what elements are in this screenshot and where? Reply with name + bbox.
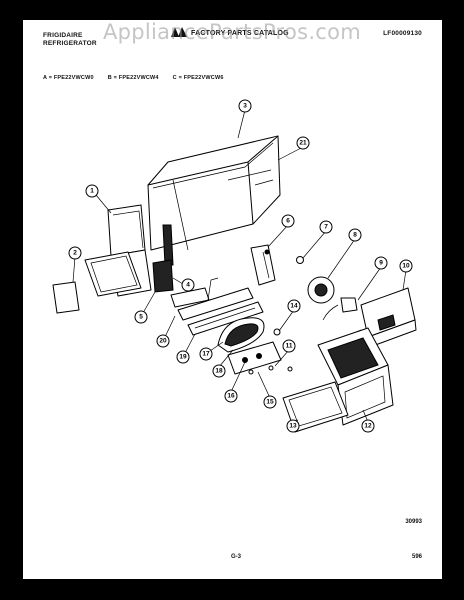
svg-text:21: 21 bbox=[299, 140, 307, 147]
svg-text:19: 19 bbox=[179, 354, 187, 361]
svg-text:13: 13 bbox=[289, 423, 297, 430]
rail-part bbox=[187, 301, 264, 336]
product-type: REFRIGERATOR bbox=[43, 40, 97, 47]
svg-text:2: 2 bbox=[73, 250, 77, 257]
svg-text:16: 16 bbox=[227, 393, 235, 400]
ice-maker-module-part bbox=[317, 327, 394, 426]
callout-2: 2 bbox=[68, 246, 82, 260]
svg-text:18: 18 bbox=[215, 368, 223, 375]
support-bracket-part bbox=[250, 244, 276, 286]
leader-lines bbox=[72, 109, 407, 423]
callout-12: 12 bbox=[361, 419, 375, 433]
callout-18: 18 bbox=[212, 364, 226, 378]
callout-15: 15 bbox=[263, 395, 277, 409]
svg-text:20: 20 bbox=[159, 338, 167, 345]
watermark: AppliancePartsPros.com bbox=[102, 20, 362, 44]
svg-text:10: 10 bbox=[402, 263, 410, 270]
callout-19: 19 bbox=[176, 350, 190, 364]
callout-5: 5 bbox=[134, 310, 148, 324]
auger-assembly-part bbox=[152, 259, 254, 321]
callout-17: 17 bbox=[199, 347, 213, 361]
svg-text:11: 11 bbox=[286, 343, 293, 350]
svg-text:9: 9 bbox=[379, 260, 383, 267]
page-number: 596 bbox=[411, 554, 422, 560]
callout-9: 9 bbox=[374, 256, 388, 270]
svg-text:12: 12 bbox=[364, 423, 372, 430]
screw-part bbox=[248, 328, 293, 375]
brand-block: FRIGIDAIRE REFRIGERATOR bbox=[43, 32, 97, 48]
mold-plate-part bbox=[227, 341, 282, 375]
model-c: C = FPE22VWCW6 bbox=[172, 75, 224, 81]
callout-4: 4 bbox=[181, 278, 195, 292]
heater-element-part bbox=[217, 317, 265, 353]
gear-part bbox=[296, 256, 335, 304]
callout-6: 6 bbox=[281, 214, 295, 228]
drive-motor-part bbox=[334, 287, 417, 351]
svg-text:6: 6 bbox=[286, 218, 290, 225]
svg-text:5: 5 bbox=[139, 314, 143, 321]
callout-13: 13 bbox=[286, 419, 300, 433]
svg-text:17: 17 bbox=[202, 351, 210, 358]
model-b: B = FPE22VWCW4 bbox=[107, 75, 159, 81]
callout-8: 8 bbox=[348, 228, 362, 242]
diagram-code: 30993 bbox=[405, 519, 422, 525]
callout-14: 14 bbox=[287, 299, 301, 313]
callout-20: 20 bbox=[156, 334, 170, 348]
callout-3: 3 bbox=[238, 99, 252, 113]
ice-bucket-part bbox=[147, 135, 281, 266]
cam-part bbox=[322, 297, 358, 321]
page-section-code: G-3 bbox=[231, 554, 242, 560]
svg-text:7: 7 bbox=[324, 224, 328, 231]
callout-10: 10 bbox=[399, 259, 413, 273]
svg-text:15: 15 bbox=[266, 399, 274, 406]
tray-part bbox=[52, 251, 142, 314]
callout-7: 7 bbox=[319, 220, 333, 234]
exploded-parts-diagram: 1 2 3 4 5 6 7 8 9 10 11 12 13 14 15 16 1… bbox=[52, 99, 417, 433]
brand-logo-icon bbox=[171, 27, 187, 37]
svg-text:14: 14 bbox=[290, 303, 298, 310]
model-a: A = FPE22VWCW0 bbox=[43, 75, 94, 81]
svg-text:3: 3 bbox=[243, 103, 247, 110]
svg-text:8: 8 bbox=[353, 232, 357, 239]
model-legend: A = FPE22VWCW0 B = FPE22VWCW4 C = FPE22V… bbox=[43, 75, 224, 81]
catalog-page: FRIGIDAIRE REFRIGERATOR FACTORY PARTS CA… bbox=[23, 20, 442, 579]
svg-text:4: 4 bbox=[186, 282, 190, 289]
brand-name: FRIGIDAIRE bbox=[43, 32, 83, 39]
callout-16: 16 bbox=[224, 389, 238, 403]
callout-1: 1 bbox=[85, 184, 99, 198]
svg-text:1: 1 bbox=[90, 188, 94, 195]
callout-21: 21 bbox=[296, 136, 310, 150]
callout-11: 11 bbox=[282, 339, 296, 353]
catalog-title: FACTORY PARTS CATALOG bbox=[191, 30, 289, 37]
document-number: LF00009130 bbox=[383, 30, 422, 37]
